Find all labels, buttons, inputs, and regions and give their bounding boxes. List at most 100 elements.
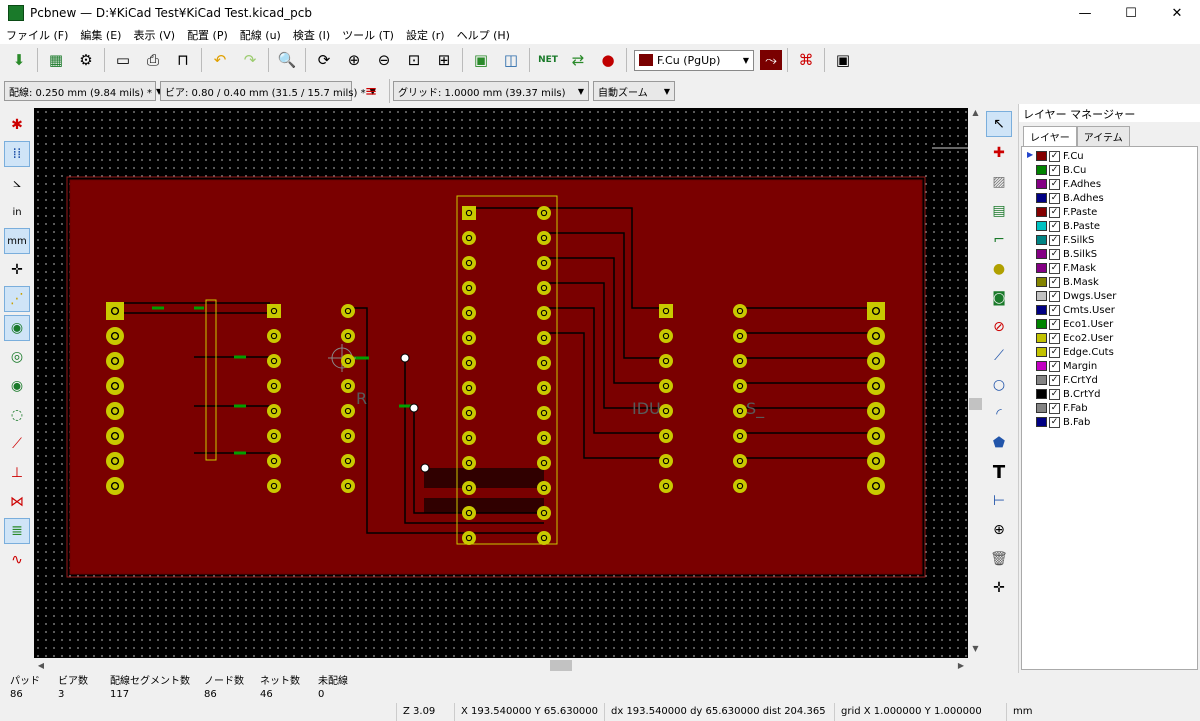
layer-visibility-checkbox[interactable]: ✓ — [1049, 234, 1060, 246]
scroll-left-icon[interactable]: ◀ — [37, 661, 45, 670]
layer-color-swatch[interactable] — [1036, 319, 1047, 329]
layer-pair-icon[interactable]: ⤳ — [760, 50, 782, 70]
zone-no-fill-icon[interactable]: ⊥ — [10, 465, 24, 481]
zoom-selection-icon[interactable]: ⊞ — [437, 51, 451, 69]
layer-color-swatch[interactable] — [1036, 221, 1047, 231]
horizontal-scrollbar[interactable]: ◀ ▶ — [34, 658, 968, 673]
find-icon[interactable]: 🔍 — [277, 51, 297, 69]
redo-icon[interactable]: ↷ — [243, 51, 257, 69]
layer-visibility-checkbox[interactable]: ✓ — [1049, 402, 1060, 414]
menu-preferences[interactable]: 設定 (r) — [405, 29, 445, 42]
drc-ladybug-icon[interactable]: ● — [601, 51, 615, 69]
layer-row[interactable]: ✓B.CrtYd — [1022, 387, 1197, 401]
layer-row[interactable]: ✓B.SilkS — [1022, 247, 1197, 261]
layer-visibility-checkbox[interactable]: ✓ — [1049, 276, 1060, 288]
layer-row[interactable]: ✓F.SilkS — [1022, 233, 1197, 247]
layer-color-swatch[interactable] — [1036, 389, 1047, 399]
pcb-canvas[interactable]: R IDU S_ — [34, 108, 968, 658]
tab-items[interactable]: アイテム — [1076, 126, 1130, 146]
python-console-icon[interactable]: ▣ — [835, 51, 851, 69]
layer-color-swatch[interactable] — [1036, 151, 1047, 161]
menu-inspect[interactable]: 検査 (I) — [292, 29, 331, 42]
update-pcb-icon[interactable]: ⇄ — [571, 51, 585, 69]
layer-visibility-checkbox[interactable]: ✓ — [1049, 332, 1060, 344]
zoom-select[interactable]: 自動ズーム▼ — [593, 81, 675, 101]
scroll-down-icon[interactable]: ▼ — [972, 644, 979, 653]
new-board-icon[interactable]: ⬇ — [12, 51, 26, 69]
layer-visibility-checkbox[interactable]: ✓ — [1049, 164, 1060, 176]
layer-row[interactable]: ✓Eco2.User — [1022, 331, 1197, 345]
layer-color-swatch[interactable] — [1036, 361, 1047, 371]
footprint-viewer-icon[interactable]: ◫ — [503, 51, 519, 69]
units-mm-icon[interactable]: mm — [4, 228, 30, 254]
scripting-icon[interactable]: ⌘ — [798, 51, 814, 69]
show-tracks-icon[interactable]: ◉ — [10, 378, 24, 394]
track-width-select[interactable]: 配線: 0.250 mm (9.84 mils) *▼ — [4, 81, 162, 101]
menu-place[interactable]: 配置 (P) — [187, 29, 228, 42]
vertical-scroll-thumb[interactable] — [969, 398, 982, 410]
layer-visibility-checkbox[interactable]: ✓ — [1049, 318, 1060, 330]
menu-edit[interactable]: 編集 (E) — [80, 29, 122, 42]
layer-visibility-checkbox[interactable]: ✓ — [1049, 416, 1060, 428]
add-graphic-line-icon[interactable]: ⟋ — [994, 348, 1004, 364]
vertical-scrollbar[interactable]: ▲ ▼ — [968, 108, 983, 658]
zone-fill-icon[interactable]: ◌ — [10, 407, 24, 423]
units-inch-icon[interactable]: in — [12, 206, 22, 218]
maximize-button[interactable]: ☐ — [1125, 5, 1137, 21]
layer-row[interactable]: ✓F.CrtYd — [1022, 373, 1197, 387]
layer-row[interactable]: ✓F.Mask — [1022, 261, 1197, 275]
layer-color-swatch[interactable] — [1036, 207, 1047, 217]
ratsnest-icon[interactable]: ⋰ — [4, 286, 30, 312]
menu-tools[interactable]: ツール (T) — [342, 29, 394, 42]
layer-visibility-checkbox[interactable]: ✓ — [1049, 388, 1060, 400]
layer-color-swatch[interactable] — [1036, 347, 1047, 357]
layer-visibility-checkbox[interactable]: ✓ — [1049, 220, 1060, 232]
layer-visibility-checkbox[interactable]: ✓ — [1049, 192, 1060, 204]
layer-color-swatch[interactable] — [1036, 305, 1047, 315]
route-track-icon[interactable]: ⌐ — [993, 232, 1005, 248]
layer-color-swatch[interactable] — [1036, 403, 1047, 413]
add-keepout-icon[interactable]: ⊘ — [993, 319, 1005, 335]
layer-visibility-checkbox[interactable]: ✓ — [1049, 360, 1060, 372]
highlight-net-icon[interactable]: ✚ — [993, 145, 1005, 161]
add-polygon-icon[interactable]: ⬟ — [992, 435, 1006, 451]
layers-manager-icon[interactable]: ≣ — [4, 518, 30, 544]
menu-file[interactable]: ファイル (F) — [6, 29, 69, 42]
add-via-icon[interactable]: ● — [992, 261, 1006, 277]
layer-color-swatch[interactable] — [1036, 333, 1047, 343]
layer-row[interactable]: ✓F.Adhes — [1022, 177, 1197, 191]
layer-color-swatch[interactable] — [1036, 417, 1047, 427]
close-button[interactable]: ✕ — [1171, 5, 1183, 21]
layer-visibility-checkbox[interactable]: ✓ — [1049, 150, 1060, 162]
layer-row[interactable]: ✓Cmts.User — [1022, 303, 1197, 317]
layer-color-swatch[interactable] — [1036, 165, 1047, 175]
layer-visibility-checkbox[interactable]: ✓ — [1049, 290, 1060, 302]
settings-gear-icon[interactable]: ⚙ — [79, 51, 93, 69]
menu-route[interactable]: 配線 (u) — [239, 29, 281, 42]
plot-icon[interactable]: ⊓ — [177, 51, 189, 69]
scroll-right-icon[interactable]: ▶ — [957, 661, 965, 670]
layer-row[interactable]: ✓B.Cu — [1022, 163, 1197, 177]
add-target-icon[interactable]: ⊕ — [993, 522, 1005, 538]
polar-coords-icon[interactable]: ⦣ — [12, 175, 22, 191]
layer-row[interactable]: ✓B.Fab — [1022, 415, 1197, 429]
layer-row[interactable]: ✓Margin — [1022, 359, 1197, 373]
set-origin-icon[interactable]: ✛ — [993, 580, 1005, 596]
layer-color-swatch[interactable] — [1036, 193, 1047, 203]
grid-select[interactable]: グリッド: 1.0000 mm (39.37 mils)▼ — [393, 81, 589, 101]
scroll-up-icon[interactable]: ▲ — [972, 108, 979, 117]
zoom-fit-icon[interactable]: ⊡ — [407, 51, 421, 69]
layer-visibility-checkbox[interactable]: ✓ — [1049, 304, 1060, 316]
board-setup-icon[interactable]: ▦ — [48, 51, 64, 69]
layer-row[interactable]: ✓Dwgs.User — [1022, 289, 1197, 303]
layer-color-swatch[interactable] — [1036, 179, 1047, 189]
layer-row[interactable]: ▶✓F.Cu — [1022, 149, 1197, 163]
layer-visibility-checkbox[interactable]: ✓ — [1049, 262, 1060, 274]
layer-row[interactable]: ✓F.Paste — [1022, 205, 1197, 219]
layer-visibility-checkbox[interactable]: ✓ — [1049, 248, 1060, 260]
netlist-icon[interactable]: NET — [538, 55, 558, 65]
layer-visibility-checkbox[interactable]: ✓ — [1049, 346, 1060, 358]
add-text-icon[interactable]: T — [992, 461, 1006, 483]
layer-color-swatch[interactable] — [1036, 249, 1047, 259]
auto-track-width-icon[interactable]: ≡ — [364, 82, 378, 100]
